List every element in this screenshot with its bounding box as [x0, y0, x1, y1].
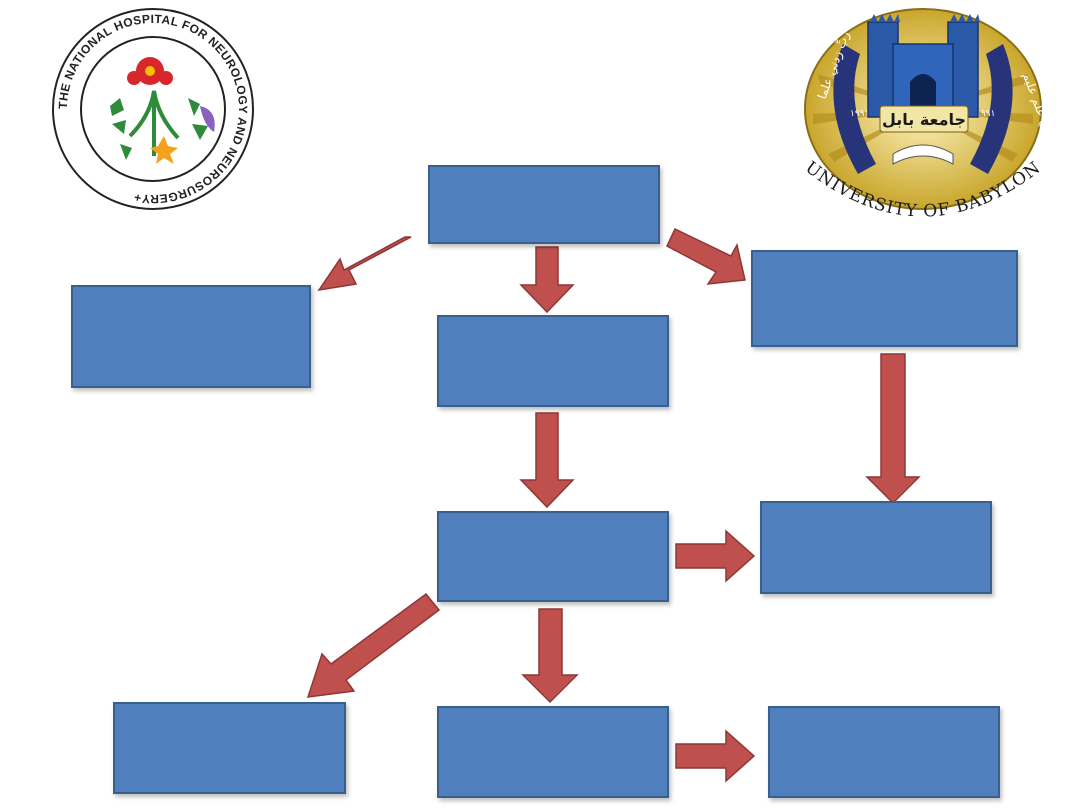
box-bottom-right	[768, 706, 1000, 798]
box-right	[751, 250, 1018, 347]
arrow-middle-to-bottom-left	[306, 592, 441, 698]
arrow-middle-to-right-middle	[675, 529, 756, 583]
box-bottom-left	[113, 702, 346, 794]
arrow-top-to-right	[666, 227, 746, 285]
university-year-right: ١٩٩١	[976, 109, 995, 119]
university-logo: ربِّ زدني علما وفوق كل ذي علم عليم ١٩٩١ …	[801, 8, 1048, 222]
box-middle	[437, 511, 669, 602]
arrow-center-to-middle	[519, 412, 575, 509]
box-top	[428, 165, 660, 244]
box-center	[437, 315, 669, 407]
floral-emblem-icon	[110, 57, 215, 164]
box-bottom-center	[437, 706, 669, 798]
university-arabic-name: جامعة بابل	[882, 110, 966, 129]
hospital-logo: THE NATIONAL HOSPITAL FOR NEUROLOGY AND …	[52, 8, 254, 210]
arrow-right-to-right-middle	[865, 353, 921, 505]
box-right-middle	[760, 501, 992, 594]
arrow-top-to-center	[519, 246, 575, 314]
arrow-top-to-left	[317, 236, 412, 292]
box-left	[71, 285, 311, 388]
arrow-middle-to-bottom-center	[521, 608, 579, 704]
arrow-bottom-center-to-bottom-right	[675, 729, 756, 783]
university-year-left: ١٩٩١	[850, 109, 869, 119]
